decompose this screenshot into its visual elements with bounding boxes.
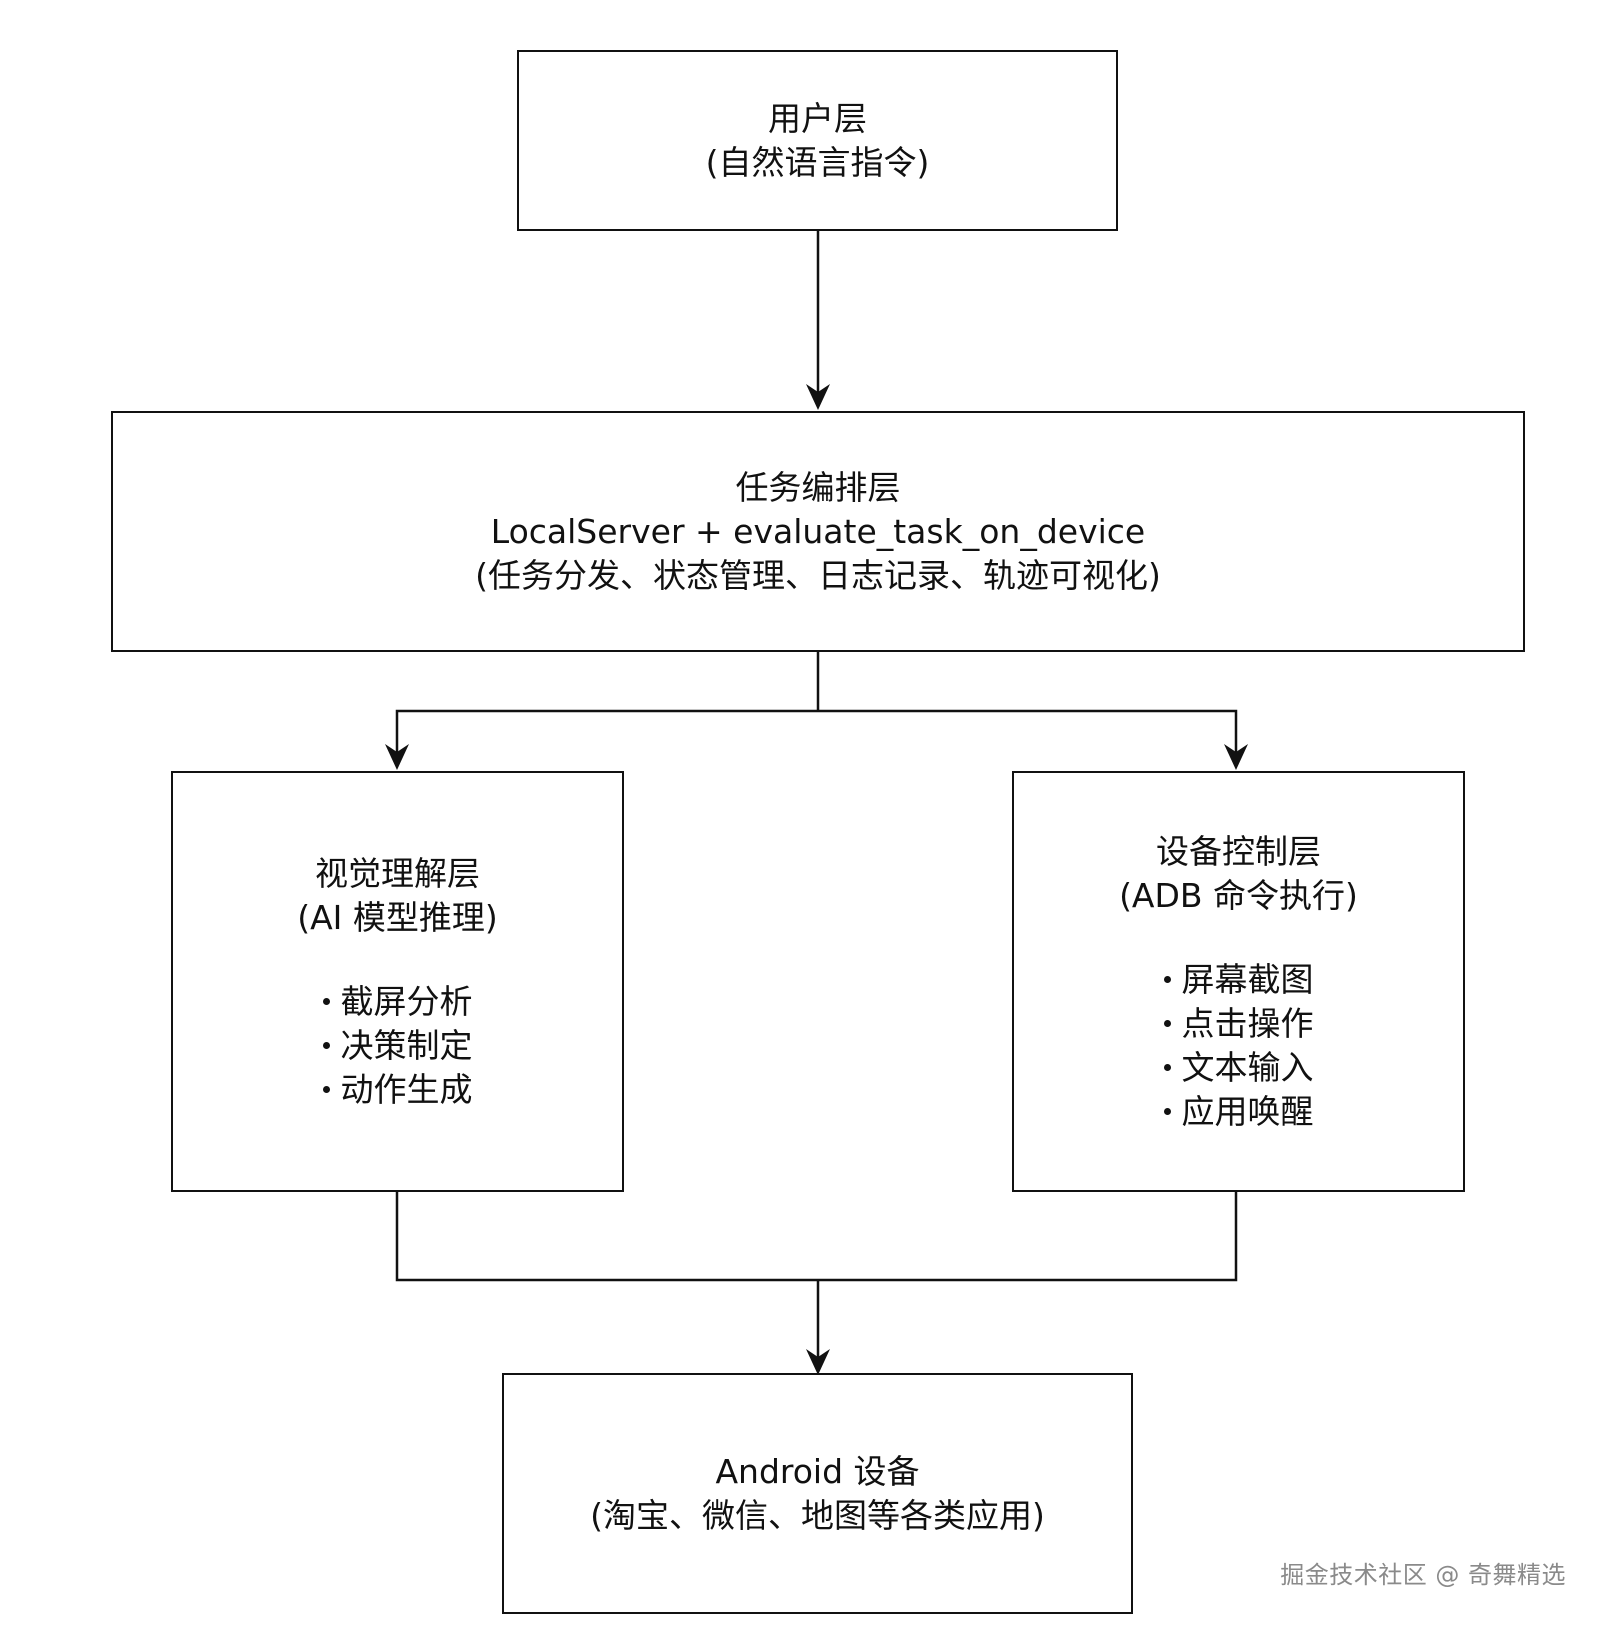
- user-layer-title: 用户层: [768, 98, 867, 138]
- vision-layer-list: 截屏分析 决策制定 动作生成: [322, 980, 473, 1112]
- arrowhead-to-vision: [385, 744, 409, 770]
- bullet-icon: [322, 1086, 330, 1093]
- arrowhead-to-orchestration: [806, 384, 830, 410]
- vision-layer-title: 视觉理解层: [315, 853, 480, 893]
- user-layer-box: 用户层 (自然语言指令): [517, 50, 1118, 231]
- bullet-icon: [322, 1042, 330, 1049]
- orchestration-layer-box: 任务编排层 LocalServer + evaluate_task_on_dev…: [111, 411, 1525, 652]
- list-item: 决策制定: [322, 1024, 473, 1068]
- orchestration-layer-components: LocalServer + evaluate_task_on_device: [490, 511, 1146, 551]
- device-control-layer-box: 设备控制层 (ADB 命令执行) 屏幕截图 点击操作 文本输入 应用唤醒: [1012, 771, 1465, 1192]
- android-device-box: Android 设备 (淘宝、微信、地图等各类应用): [502, 1373, 1133, 1614]
- watermark: 掘金技术社区 @ 奇舞精选: [1280, 1561, 1566, 1589]
- bullet-icon: [1163, 1108, 1171, 1115]
- android-device-title: Android 设备: [715, 1451, 920, 1491]
- arrowhead-to-android: [806, 1349, 830, 1375]
- list-item: 截屏分析: [322, 980, 473, 1024]
- vision-layer-subtitle: (AI 模型推理): [297, 897, 498, 937]
- device-control-layer-list: 屏幕截图 点击操作 文本输入 应用唤醒: [1163, 958, 1314, 1134]
- device-control-layer-subtitle: (ADB 命令执行): [1119, 875, 1358, 915]
- android-device-subtitle: (淘宝、微信、地图等各类应用): [590, 1495, 1045, 1535]
- bullet-icon: [1163, 1064, 1171, 1071]
- bullet-icon: [322, 998, 330, 1005]
- list-item: 应用唤醒: [1163, 1090, 1314, 1134]
- bullet-icon: [1163, 1020, 1171, 1027]
- arrowhead-to-device: [1224, 744, 1248, 770]
- connector-split-to-device: [818, 709, 1238, 753]
- bullet-icon: [1163, 976, 1171, 983]
- list-item: 屏幕截图: [1163, 958, 1314, 1002]
- list-item: 动作生成: [322, 1068, 473, 1112]
- list-item: 文本输入: [1163, 1046, 1314, 1090]
- connector-split-to-vision: [395, 709, 818, 753]
- connector-vision-to-merge: [395, 1190, 818, 1282]
- device-control-layer-title: 设备控制层: [1156, 831, 1321, 871]
- orchestration-layer-subtitle: (任务分发、状态管理、日志记录、轨迹可视化): [475, 555, 1161, 595]
- vision-layer-box: 视觉理解层 (AI 模型推理) 截屏分析 决策制定 动作生成: [171, 771, 624, 1192]
- list-item: 点击操作: [1163, 1002, 1314, 1046]
- connector-device-to-merge: [818, 1190, 1238, 1282]
- user-layer-subtitle: (自然语言指令): [705, 142, 930, 182]
- orchestration-layer-title: 任务编排层: [735, 467, 901, 507]
